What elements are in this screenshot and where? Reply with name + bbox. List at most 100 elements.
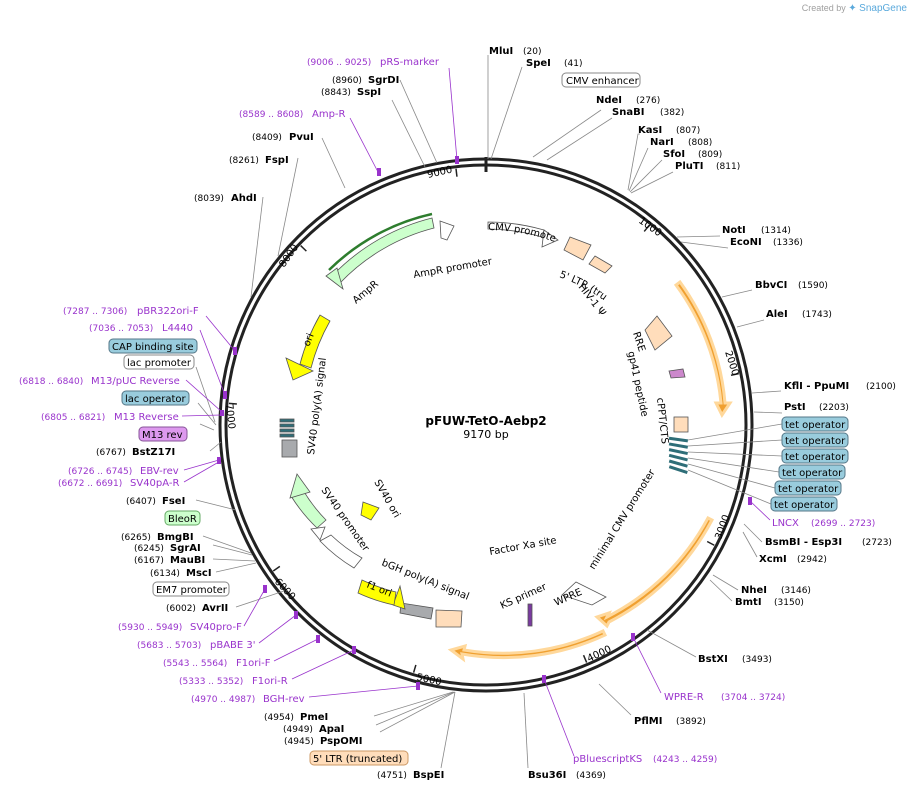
primer-pos: (2699 .. 2723) [811, 519, 875, 529]
tick-mark [730, 372, 739, 376]
tick-mark [412, 664, 417, 673]
enzyme-pos: (6167) [134, 556, 164, 566]
label-m13-rev: M13 rev [142, 430, 183, 441]
label-tet-operator: tet operator [782, 468, 843, 479]
enzyme-pos: (3146) [781, 586, 811, 596]
primer-pos: (5930 .. 5949) [118, 623, 182, 633]
tick-mark [706, 540, 715, 546]
enzyme-pos: (41) [564, 59, 582, 69]
label-gp41: gp41 peptide [625, 350, 650, 417]
primer-pos: (6818 .. 6840) [19, 377, 83, 387]
enzyme-pos: (8261) [229, 156, 259, 166]
label-ltr5: 5' LTR (truncated) [0, 0, 609, 303]
enzyme-pos: (4954) [264, 713, 294, 723]
label-bleor: BleoR [168, 514, 197, 525]
label-tet-operator: tet operator [778, 484, 839, 495]
label-lac-operator: lac operator [125, 394, 186, 405]
enzyme-name: BsmBI - Esp3I [765, 537, 842, 548]
enzyme-pos: (6265) [121, 533, 151, 543]
enzyme-name: SspI [357, 87, 381, 98]
label-lac-promoter: lac promoter [127, 358, 192, 369]
ltr3-box [435, 609, 463, 628]
enzyme-pos: (1314) [761, 226, 791, 236]
enzyme-pos: (2203) [819, 403, 849, 413]
primer-name: pRS-marker [380, 57, 440, 68]
tick-mark [455, 168, 458, 177]
primer-name: WPRE-R [664, 692, 704, 703]
enzyme-pos: (3493) [742, 655, 772, 665]
plasmid-size: 9170 bp [463, 428, 508, 441]
label-ltr-truncated: 5' LTR (truncated) [313, 754, 402, 765]
orf-arrows [447, 279, 733, 663]
ampr-arrow [332, 217, 435, 284]
enzyme-pos: (6002) [166, 604, 196, 614]
primer-pos: (7287 .. 7306) [63, 307, 127, 317]
tick-label: 7000 [223, 403, 237, 429]
credit-text: Created by [801, 3, 846, 13]
primer-pos: (9006 .. 9025) [307, 58, 371, 68]
primer-name: M13 Reverse [114, 412, 179, 423]
gp41-box [668, 368, 686, 379]
tick-mark [272, 565, 281, 572]
enzyme-labels-left: (4751) BspEI (4945) PspOMI (4949) ApaI (… [96, 75, 444, 781]
enzyme-name: PstI [784, 402, 806, 413]
ltr5-box [563, 236, 592, 261]
enzyme-pos: (1590) [798, 281, 828, 291]
primer-pos: (7036 .. 7053) [89, 324, 153, 334]
outer-feature-boxes: CMV enhancer CAP binding site lac promot… [108, 72, 849, 766]
label-tet-operator: tet operator [774, 500, 835, 511]
label-tet-operator: tet operator [785, 452, 846, 463]
enzyme-name: SnaBI [612, 107, 644, 118]
enzyme-pos: (809) [698, 150, 722, 160]
enzyme-name: PvuI [289, 132, 314, 143]
enzyme-name: MscI [186, 568, 212, 579]
enzyme-name: XcmI [759, 554, 787, 565]
tick-label: 2000 [722, 350, 740, 378]
rre-box [644, 315, 673, 351]
bgh-box [399, 602, 434, 620]
primer-labels: (9006 .. 9025) pRS-marker (8589 .. 8608)… [19, 57, 875, 765]
snapgene-logo-icon: ✦ [848, 3, 857, 14]
enzyme-name: EcoNI [730, 237, 762, 248]
tet-operator-leaders [687, 423, 783, 505]
wpre-box [561, 581, 607, 606]
primer-name: M13/pUC Reverse [91, 376, 180, 387]
label-cppt: cPPT/CTS [654, 397, 670, 444]
sv40-promoter-arrow [319, 534, 363, 569]
primer-name: L4440 [162, 323, 193, 334]
enzyme-name: SgrDI [368, 75, 399, 86]
enzyme-pos: (4949) [283, 725, 313, 735]
label-ampr: AmpR [351, 279, 381, 307]
enzyme-pos: (20) [523, 47, 541, 57]
primer-name: SV40pro-F [190, 622, 242, 633]
primer-marks [217, 156, 752, 690]
cmv-promoter-head [541, 229, 559, 248]
ampr-promoter-head [439, 220, 455, 241]
enzyme-name: AleI [766, 309, 788, 320]
tick-mark [228, 402, 237, 405]
label-tet-operator: tet operator [785, 436, 846, 447]
tet-operator-marks [668, 436, 689, 474]
primer-name: SV40pA-R [130, 478, 179, 489]
primer-name: EBV-rev [140, 466, 179, 477]
primer-name: F1ori-F [236, 658, 271, 669]
enzyme-pos: (4751) [377, 771, 407, 781]
enzyme-name: SgrAI [170, 543, 201, 554]
enzyme-pos: (811) [716, 162, 740, 172]
enzyme-name: FspI [265, 155, 289, 166]
enzyme-pos: (6767) [96, 448, 126, 458]
enzyme-pos: (6407) [126, 497, 156, 507]
enzyme-name: PmeI [300, 712, 328, 723]
enzyme-name: MluI [489, 46, 513, 57]
primer-pos: (5683 .. 5703) [137, 641, 201, 651]
enzyme-pos: (8039) [194, 194, 224, 204]
credit-brand: SnapGene [859, 3, 907, 14]
primer-leaders [181, 67, 771, 757]
primer-pos: (5333 .. 5352) [179, 677, 243, 687]
f1-ori-head [392, 584, 406, 610]
backbone-ring [218, 157, 754, 693]
primer-name: pBABE 3' [210, 640, 256, 651]
tick-mark [300, 245, 307, 252]
enzyme-name: KflI - PpuMI [784, 381, 849, 392]
label-cmv-enhancer: CMV enhancer [566, 76, 640, 87]
